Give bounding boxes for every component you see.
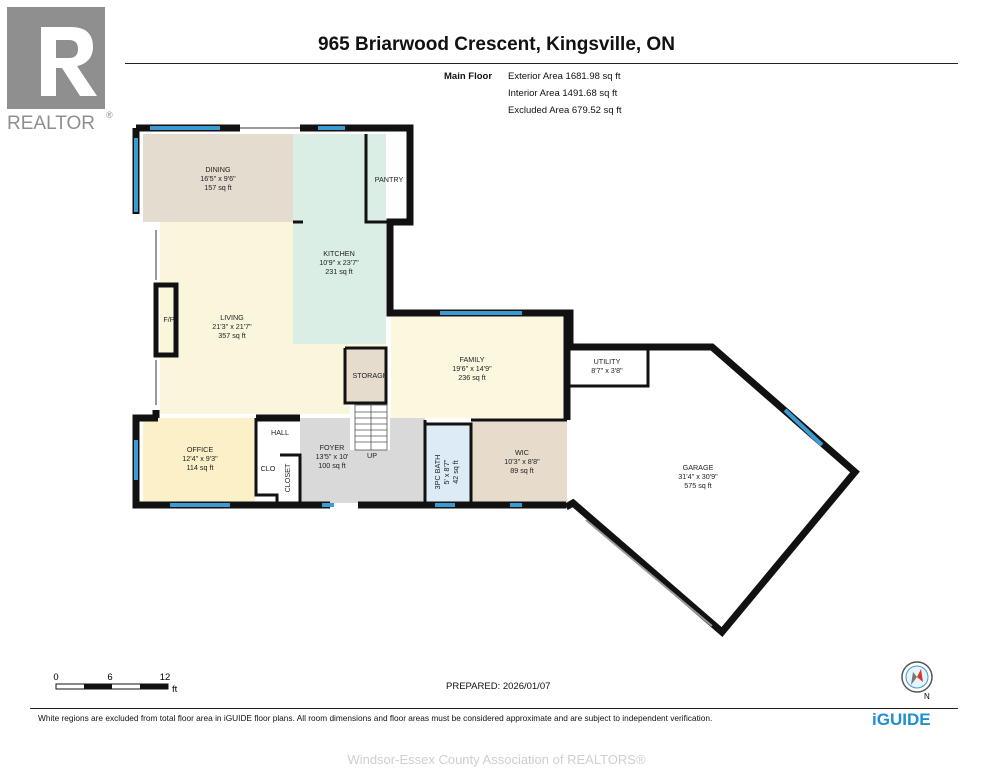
dining-name: DINING [205, 165, 231, 174]
family-name: FAMILY [459, 355, 484, 364]
foyer-area: 100 sq ft [318, 461, 346, 470]
bath-fill [425, 424, 471, 503]
scale-tick-6: 6 [107, 672, 112, 683]
kitchen-dims: 10'9" x 23'7" [319, 258, 359, 267]
iguide-brand: iGUIDE [872, 710, 931, 729]
dining-fill [143, 134, 293, 222]
office-area: 114 sq ft [186, 463, 213, 472]
compass-north: N [924, 692, 930, 700]
scale-bar [55, 683, 169, 690]
scale-tick-12: 12 [160, 672, 171, 683]
family-dims: 19'6" x 14'9" [452, 364, 492, 373]
logo-mark: ® [106, 110, 113, 120]
garage-area: 575 sq ft [684, 481, 712, 490]
bath-dims: 5' x 8'7" [442, 459, 451, 484]
up-label: UP [367, 451, 377, 460]
fireplace [153, 282, 179, 358]
garage-name: GARAGE [683, 463, 714, 472]
bath-name: 3PC BATH [433, 455, 442, 490]
windows [134, 126, 824, 507]
stairs [354, 404, 388, 451]
living-name: LIVING [220, 313, 244, 322]
header-divider [125, 63, 958, 64]
pantry-name: PANTRY [375, 175, 404, 184]
dining-dims: 16'5" x 9'6" [200, 174, 236, 183]
closet-label: CLOSET [283, 463, 292, 492]
interior-walls [254, 134, 650, 503]
family-fill [391, 317, 567, 418]
office-name: OFFICE [187, 445, 214, 454]
bath-area: 42 sq ft [451, 460, 460, 484]
page-title: 965 Briarwood Crescent, Kingsville, ON [318, 34, 675, 55]
compass-icon: N [901, 661, 933, 700]
living-dims: 21'3" x 21'7" [212, 322, 252, 331]
foyer-fill [300, 418, 425, 503]
kitchen-area: 231 sq ft [325, 267, 353, 276]
kitchen-fill [293, 134, 386, 344]
prepared-date: PREPARED: 2026/01/07 [446, 681, 551, 692]
wic-name: WIC [515, 448, 529, 457]
living-fill [160, 222, 386, 414]
hall-label: HALL [271, 428, 289, 437]
realtor-logo: REALTOR ® [7, 7, 113, 134]
storage-fill [345, 348, 385, 403]
scale-tick-0: 0 [53, 672, 58, 683]
fp-label: F/P [163, 315, 174, 324]
scale-unit: ft [172, 684, 178, 695]
family-area: 236 sq ft [458, 373, 486, 382]
clo-label: CLO [261, 464, 276, 473]
wic-area: 89 sq ft [510, 466, 534, 475]
iguide-logo: iGUIDE [872, 710, 931, 730]
foyer-dims: 13'5" x 10' [316, 452, 349, 461]
logo-text: REALTOR [7, 113, 95, 134]
exterior-area: Exterior Area 1681.98 sq ft [508, 71, 621, 82]
office-fill [143, 418, 255, 503]
office-dims: 12'4" x 9'3" [182, 454, 218, 463]
dining-area: 157 sq ft [204, 183, 232, 192]
footer-divider [30, 708, 958, 709]
interior-area: Interior Area 1491.68 sq ft [508, 88, 618, 99]
disclaimer: White regions are excluded from total fl… [38, 713, 713, 723]
living-area: 357 sq ft [218, 331, 246, 340]
association-credit: Windsor-Essex County Association of REAL… [347, 752, 646, 767]
utility-dims: 8'7" x 3'8" [591, 366, 623, 375]
excluded-area: Excluded Area 679.52 sq ft [508, 105, 622, 116]
foyer-name: FOYER [320, 443, 345, 452]
floor-label: Main Floor [444, 71, 493, 82]
wic-dims: 10'3" x 8'8" [504, 457, 540, 466]
utility-name: UTILITY [594, 357, 621, 366]
kitchen-name: KITCHEN [323, 249, 355, 258]
wic-fill [471, 420, 567, 503]
storage-name: STORAGE [352, 371, 387, 380]
garage-dims: 31'4" x 30'9" [678, 472, 718, 481]
